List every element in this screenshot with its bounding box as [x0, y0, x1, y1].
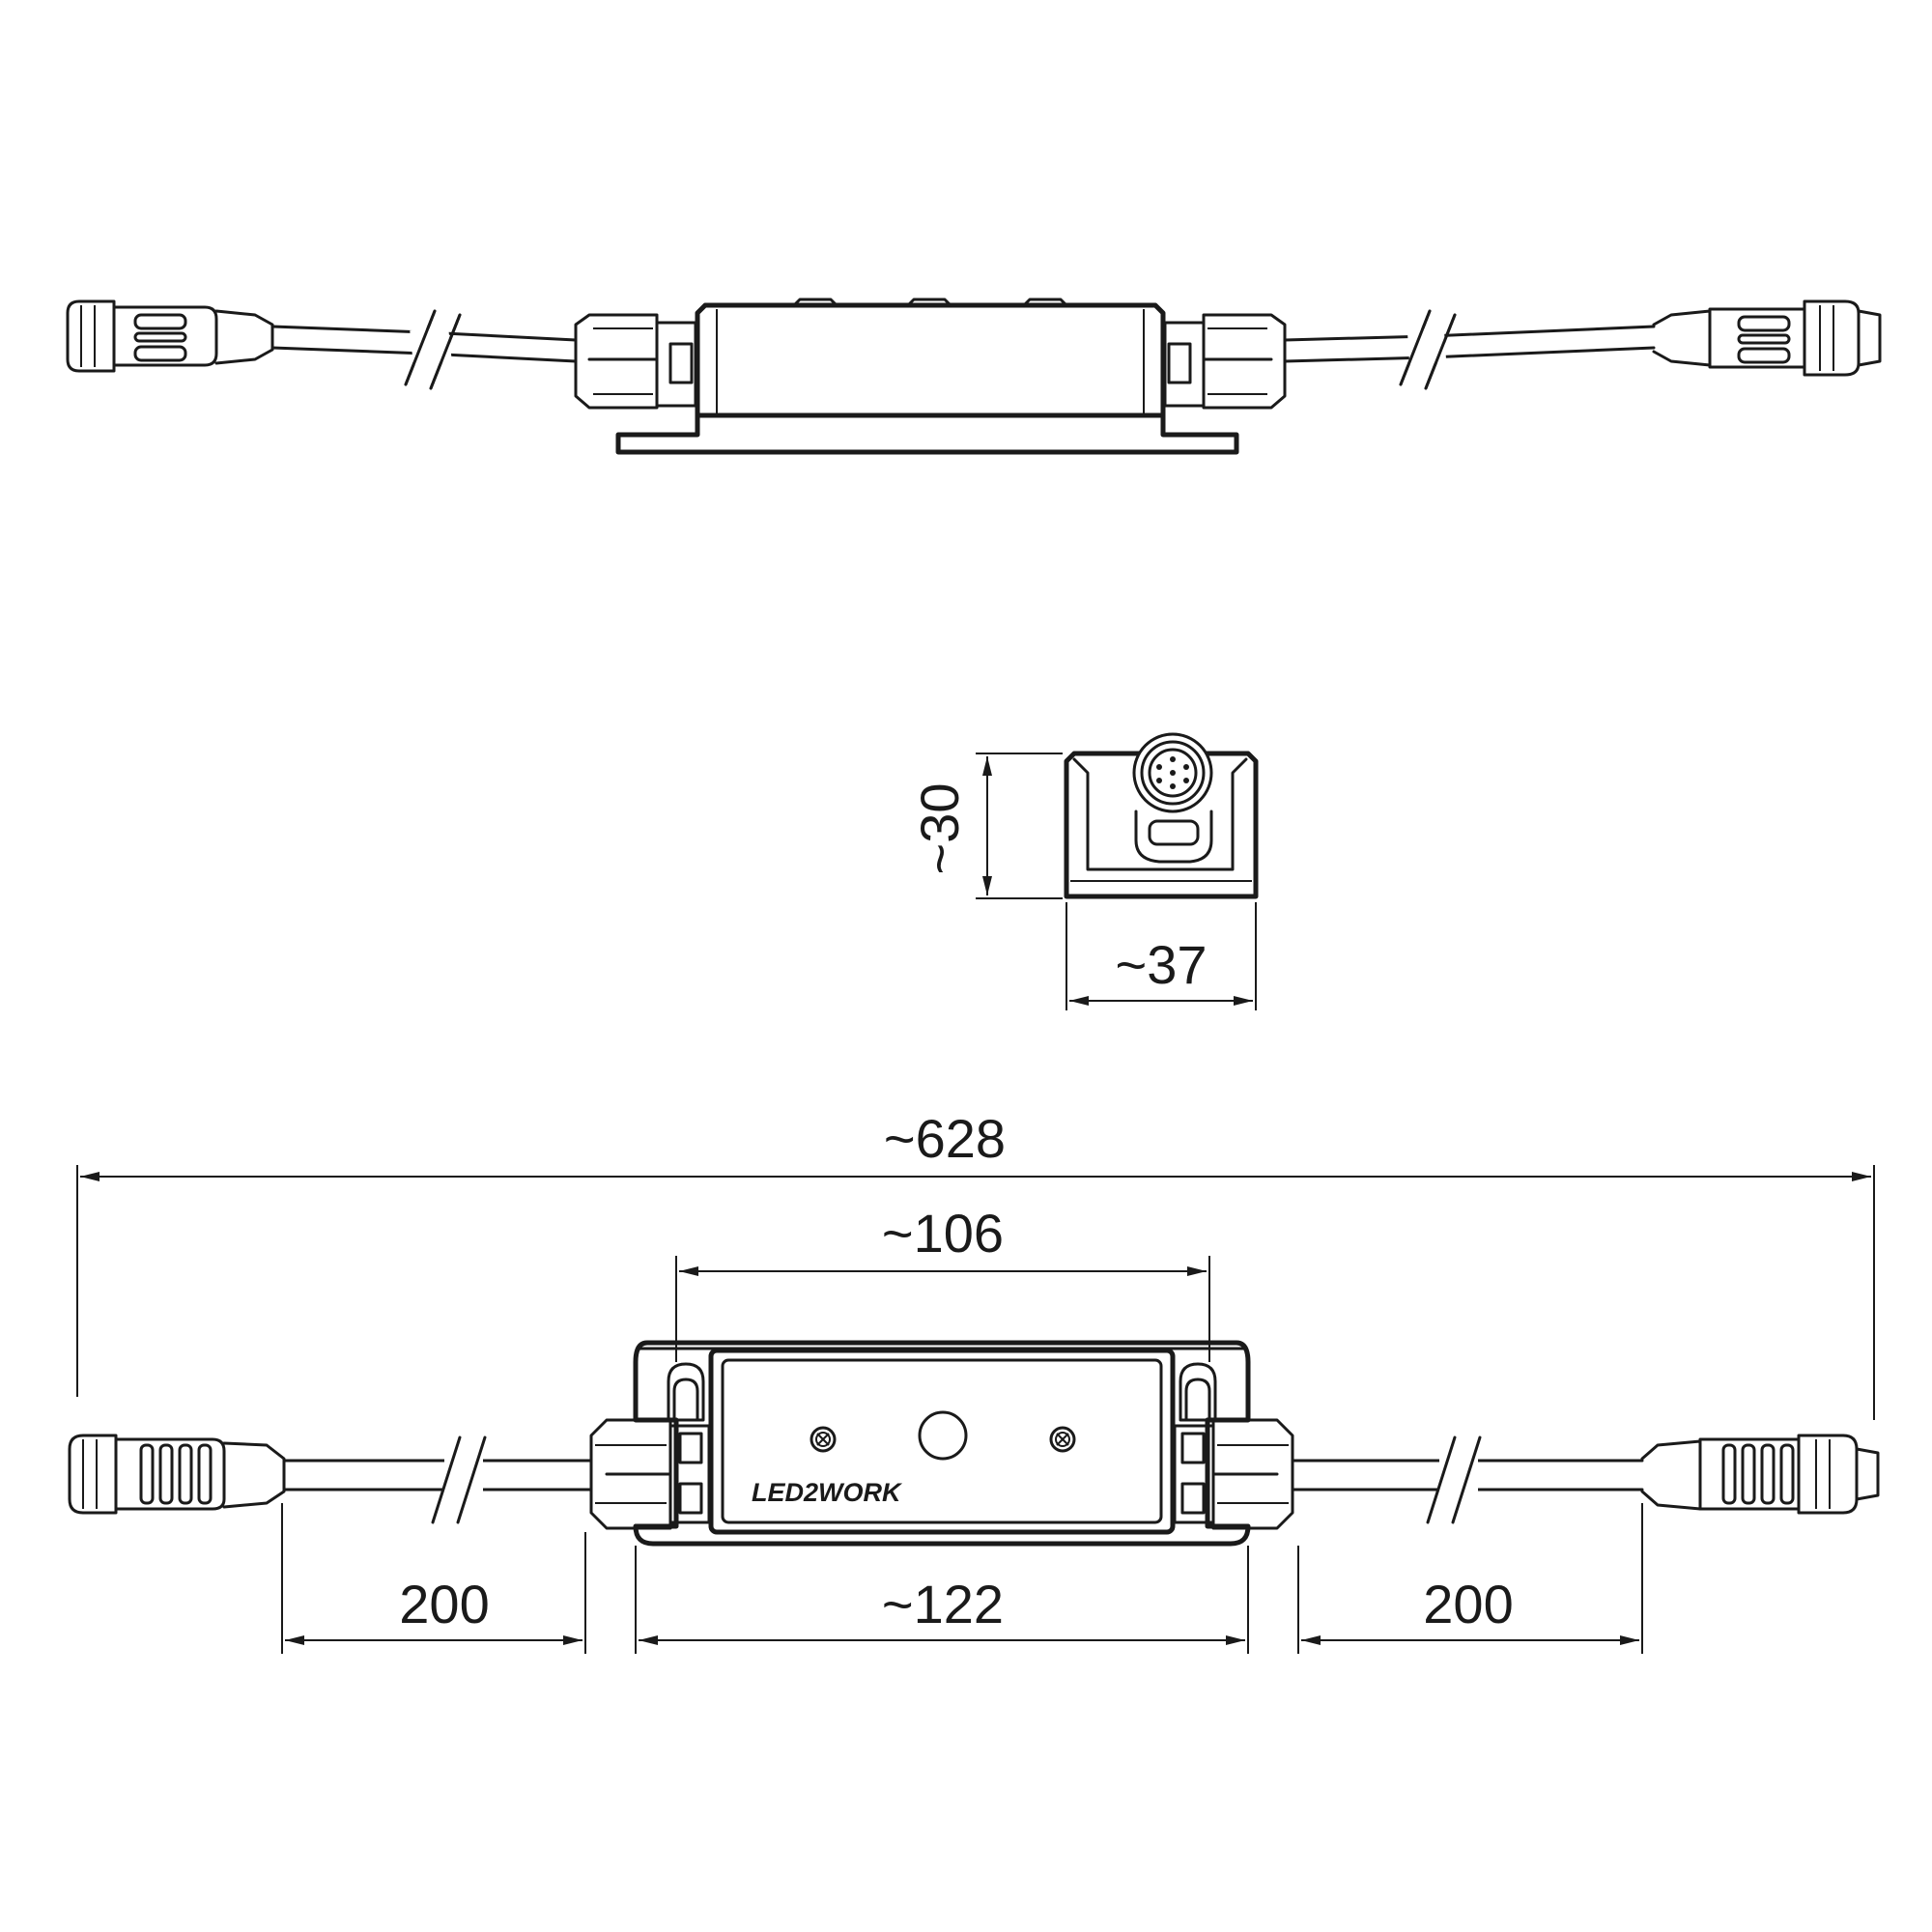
top-left-gland — [589, 1418, 711, 1530]
side-housing — [615, 298, 1239, 455]
top-right-gland — [1173, 1418, 1294, 1530]
side-left-cable — [270, 309, 578, 390]
dim-mount-spacing-label: ~106 — [882, 1203, 1004, 1264]
side-view — [66, 298, 1882, 455]
dim-cable-left: 200 — [281, 1503, 586, 1654]
dim-mount-spacing: ~106 — [675, 1203, 1210, 1362]
end-view-housing — [1064, 751, 1259, 899]
dim-total-length: ~628 — [76, 1108, 1875, 1420]
side-right-cable — [1283, 309, 1656, 390]
dim-housing-length-label: ~122 — [882, 1574, 1004, 1634]
top-right-cable — [1291, 1435, 1644, 1524]
indicator-button-icon — [918, 1410, 968, 1461]
side-left-connector — [66, 299, 274, 373]
dim-total-length-label: ~628 — [884, 1108, 1006, 1169]
side-right-gland — [1163, 313, 1287, 410]
end-view: ~30 ~37 — [909, 732, 1259, 1010]
screw-icon — [1049, 1426, 1076, 1453]
top-view: LED2WORK — [68, 1108, 1880, 1654]
dim-housing-length: ~122 — [635, 1546, 1249, 1654]
top-right-connector — [1640, 1434, 1880, 1515]
dim-width-label: ~37 — [1116, 934, 1208, 995]
dim-cable-right-label: 200 — [1423, 1574, 1513, 1634]
top-left-connector — [68, 1434, 286, 1515]
dim-height-label: ~30 — [909, 783, 970, 875]
side-right-connector — [1652, 299, 1882, 377]
dim-cable-right: 200 — [1297, 1503, 1643, 1654]
top-left-cable — [282, 1435, 593, 1524]
dim-width: ~37 — [1065, 902, 1257, 1010]
top-housing: LED2WORK — [633, 1340, 1251, 1547]
dim-height: ~30 — [909, 753, 1063, 899]
screw-icon — [810, 1426, 837, 1453]
dim-cable-left-label: 200 — [399, 1574, 489, 1634]
side-left-gland — [574, 313, 697, 410]
end-view-connector — [1132, 732, 1213, 864]
brand-logo: LED2WORK — [752, 1478, 903, 1507]
